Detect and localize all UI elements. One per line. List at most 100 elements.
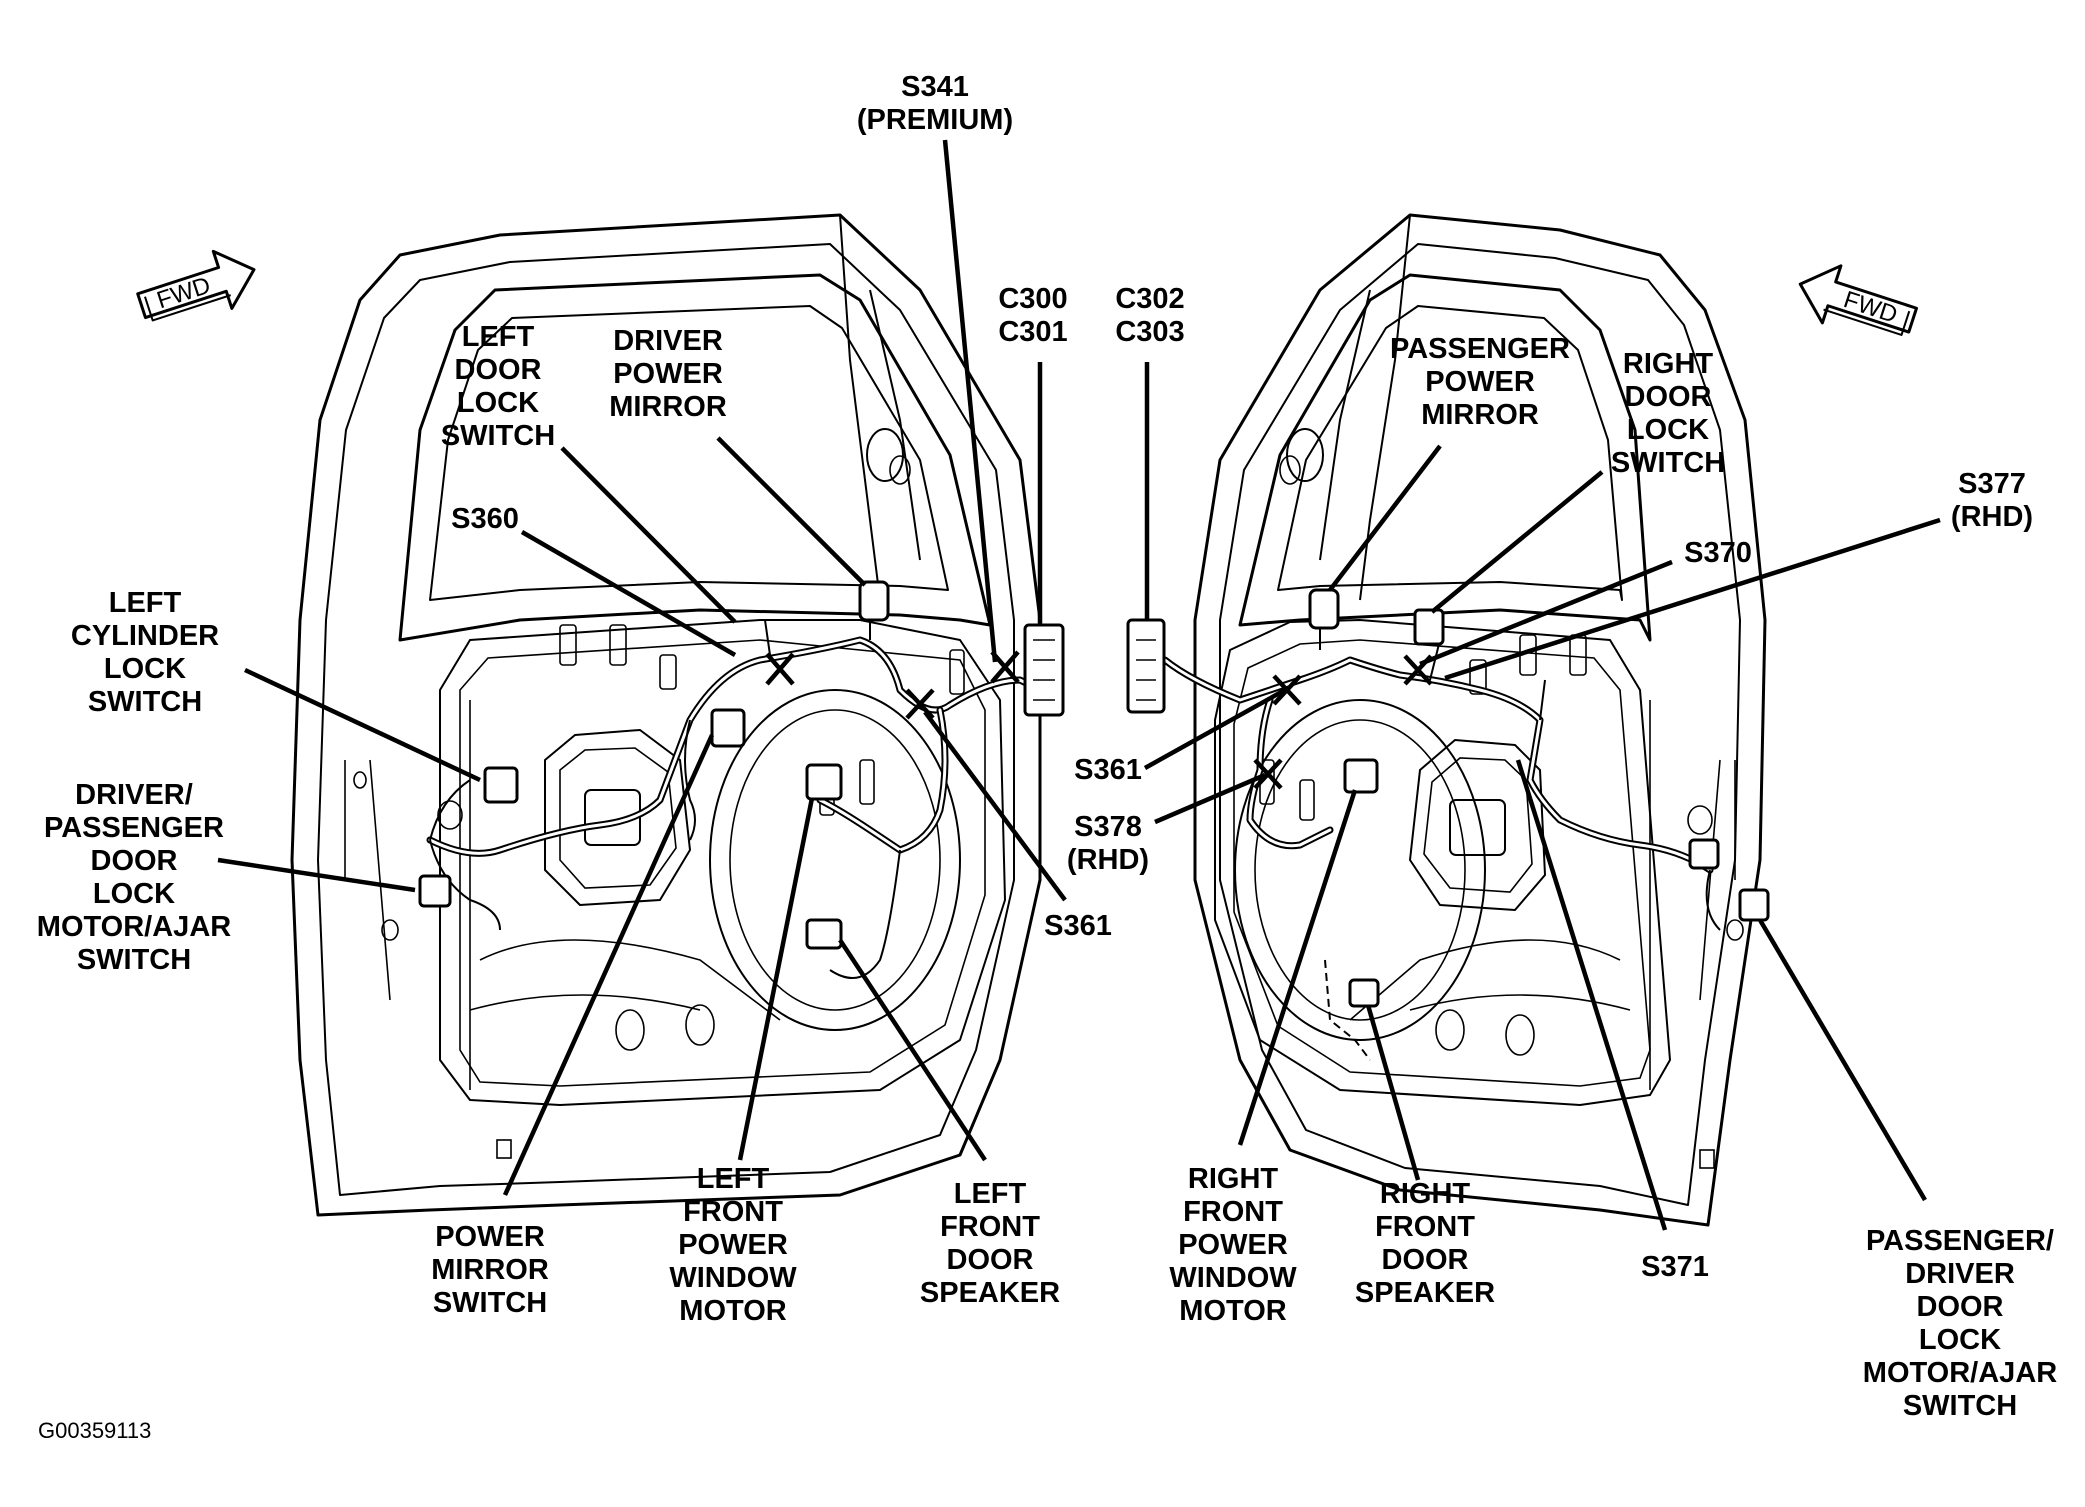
label-line: MIRROR [609, 391, 727, 423]
label-line: SWITCH [1611, 447, 1725, 479]
label-line: DRIVER [613, 325, 723, 357]
label-line: LEFT [109, 587, 182, 619]
label-line: DOOR [947, 1244, 1034, 1276]
label-s370: S370 [1684, 537, 1752, 569]
leader-passenger-power-mirror [1328, 444, 1442, 592]
label-line: PASSENGER [44, 812, 224, 844]
label-line: DOOR [1382, 1244, 1469, 1276]
leader-s377 [1444, 517, 1941, 681]
leader-s361-left [923, 710, 1067, 902]
fwd-arrow-left: FWD [136, 249, 256, 322]
label-line: MIRROR [1421, 399, 1539, 431]
leader-left-speaker [838, 938, 987, 1162]
label-s377: S377(RHD) [1951, 468, 2033, 533]
label-line: S361 [1044, 910, 1112, 942]
leader-right-door-lock-switch [1430, 470, 1604, 614]
leader-left-door-lock-switch [560, 446, 737, 624]
label-line: POWER [435, 1221, 545, 1253]
connector-left-cylinder-lock [483, 766, 519, 804]
label-line: (RHD) [1067, 844, 1149, 876]
label-line: FRONT [1375, 1211, 1475, 1243]
label-line: POWER [678, 1229, 788, 1261]
leader-s378 [1154, 772, 1266, 825]
label-line: FRONT [1183, 1196, 1283, 1228]
label-line: PASSENGER [1390, 333, 1570, 365]
connector-driver-mirror [858, 580, 890, 622]
connector-driver-door-lock [418, 874, 452, 908]
label-line: DOOR [1917, 1291, 2004, 1323]
label-line: SWITCH [1903, 1390, 2017, 1422]
leader-driver-door-lock [217, 857, 416, 893]
label-line: DRIVER [1905, 1258, 2015, 1290]
right-door-illustration [1193, 213, 1767, 1227]
leader-passenger-door-lock [1758, 918, 1927, 1202]
label-s371: S371 [1641, 1251, 1709, 1283]
label-line: SWITCH [441, 420, 555, 452]
label-line: CYLINDER [71, 620, 219, 652]
label-line: DOOR [455, 354, 542, 386]
label-line: SWITCH [433, 1287, 547, 1319]
connector-right-door-panel [1688, 838, 1720, 870]
right-wiring-harness [1161, 610, 1721, 931]
label-line: SPEAKER [920, 1277, 1060, 1309]
label-line: FRONT [683, 1196, 783, 1228]
label-line: MOTOR [679, 1295, 786, 1327]
label-line: FRONT [940, 1211, 1040, 1243]
connector-right-window-motor [1343, 758, 1379, 794]
figure-code: G00359113 [38, 1418, 151, 1443]
label-s360: S360 [451, 503, 519, 535]
label-line: S341 [901, 71, 969, 103]
label-line: MOTOR [1179, 1295, 1286, 1327]
label-line: LEFT [462, 321, 535, 353]
label-line: POWER [1178, 1229, 1288, 1261]
label-s378: S378(RHD) [1067, 811, 1149, 876]
connector-left-door-lock-switch [710, 708, 746, 748]
label-line: DRIVER/ [75, 779, 193, 811]
label-line: DOOR [1625, 381, 1712, 413]
label-line: S360 [451, 503, 519, 535]
connector-c300 [1023, 623, 1065, 717]
connector-right-speaker [1348, 978, 1380, 1008]
leader-s341 [942, 139, 998, 663]
label-line: MOTOR/AJAR [37, 911, 231, 943]
fwd-arrow-right: FWD [1798, 264, 1918, 336]
leader-power-mirror-switch [502, 734, 715, 1196]
leader-right-speaker [1365, 1004, 1421, 1181]
label-line: C302 [1115, 283, 1184, 315]
label-line: DOOR [91, 845, 178, 877]
label-line: LEFT [697, 1163, 770, 1195]
connector-right-door-lock-switch [1413, 608, 1445, 646]
label-line: MOTOR/AJAR [1863, 1357, 2057, 1389]
label-s361-left: S361 [1044, 910, 1112, 942]
connector-left-speaker [805, 918, 843, 950]
leader-left-cylinder-lock [244, 667, 481, 783]
label-line: S378 [1074, 811, 1142, 843]
label-line: POWER [613, 358, 723, 390]
label-line: PASSENGER/ [1866, 1225, 2054, 1257]
leader-left-window-motor [737, 797, 815, 1161]
label-line: SPEAKER [1355, 1277, 1495, 1309]
label-line: LOCK [104, 653, 186, 685]
connector-passenger-mirror [1308, 588, 1340, 630]
connectors [418, 580, 1770, 1008]
connector-left-window-motor [805, 763, 843, 801]
label-line: C300 [998, 283, 1067, 315]
label-line: C303 [1115, 316, 1184, 348]
label-line: RIGHT [1623, 348, 1714, 380]
label-line: S361 [1074, 754, 1142, 786]
